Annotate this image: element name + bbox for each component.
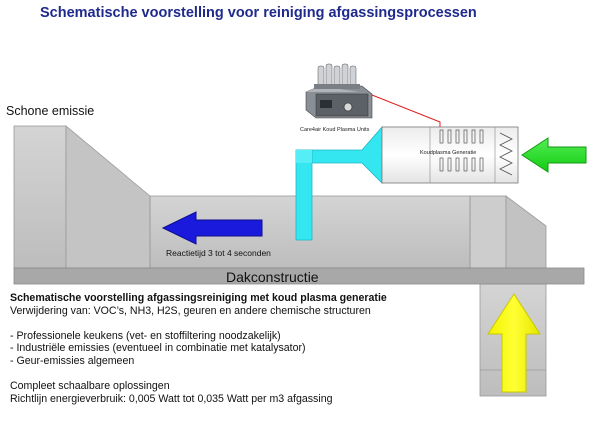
clean-emission-label: Schone emissie: [6, 104, 95, 118]
cyan-duct: [295, 125, 383, 241]
application-item: - Geur-emissies algemeen: [10, 354, 135, 367]
application-item: - Industriële emissies (eventueel in com…: [10, 342, 306, 355]
unit-connector-line: [371, 94, 441, 127]
plasma-unit-device-icon: [305, 63, 373, 119]
description-block: Schematische voorstelling afgassingsrein…: [10, 292, 480, 405]
energy-line: Richtlijn energieverbruik: 0,005 Watt to…: [10, 392, 333, 405]
generator-coil: [499, 132, 513, 176]
application-item: - Professionele keukens (vet- en stoffil…: [10, 329, 281, 342]
roof-bar: [13, 267, 585, 285]
roof-construction-label: Dakconstructie: [226, 269, 319, 285]
removal-line: Verwijdering van: VOC’s, NH3, H2S, geure…: [10, 304, 371, 317]
yellow-flow-arrow: [487, 293, 541, 393]
spacer: [10, 368, 480, 381]
spacer: [10, 317, 480, 330]
plasma-unit-caption: Care4air Koud Plasma Units: [300, 127, 370, 133]
page-title: Schematische voorstelling voor reiniging…: [40, 5, 477, 21]
description-title: Schematische voorstelling afgassingsrein…: [10, 292, 387, 304]
blue-flow-arrow: [161, 211, 263, 245]
plasma-generator: [381, 126, 519, 184]
plasma-generator-caption: Koudplasma Generatie: [420, 150, 477, 156]
solutions-line: Compleet schaalbare oplossingen: [10, 380, 170, 393]
reaction-time-label: Reactietijd 3 tot 4 seconden: [166, 248, 271, 258]
main-duct: [13, 125, 547, 269]
green-flow-arrow: [521, 137, 587, 173]
generator-slots: [439, 129, 484, 172]
